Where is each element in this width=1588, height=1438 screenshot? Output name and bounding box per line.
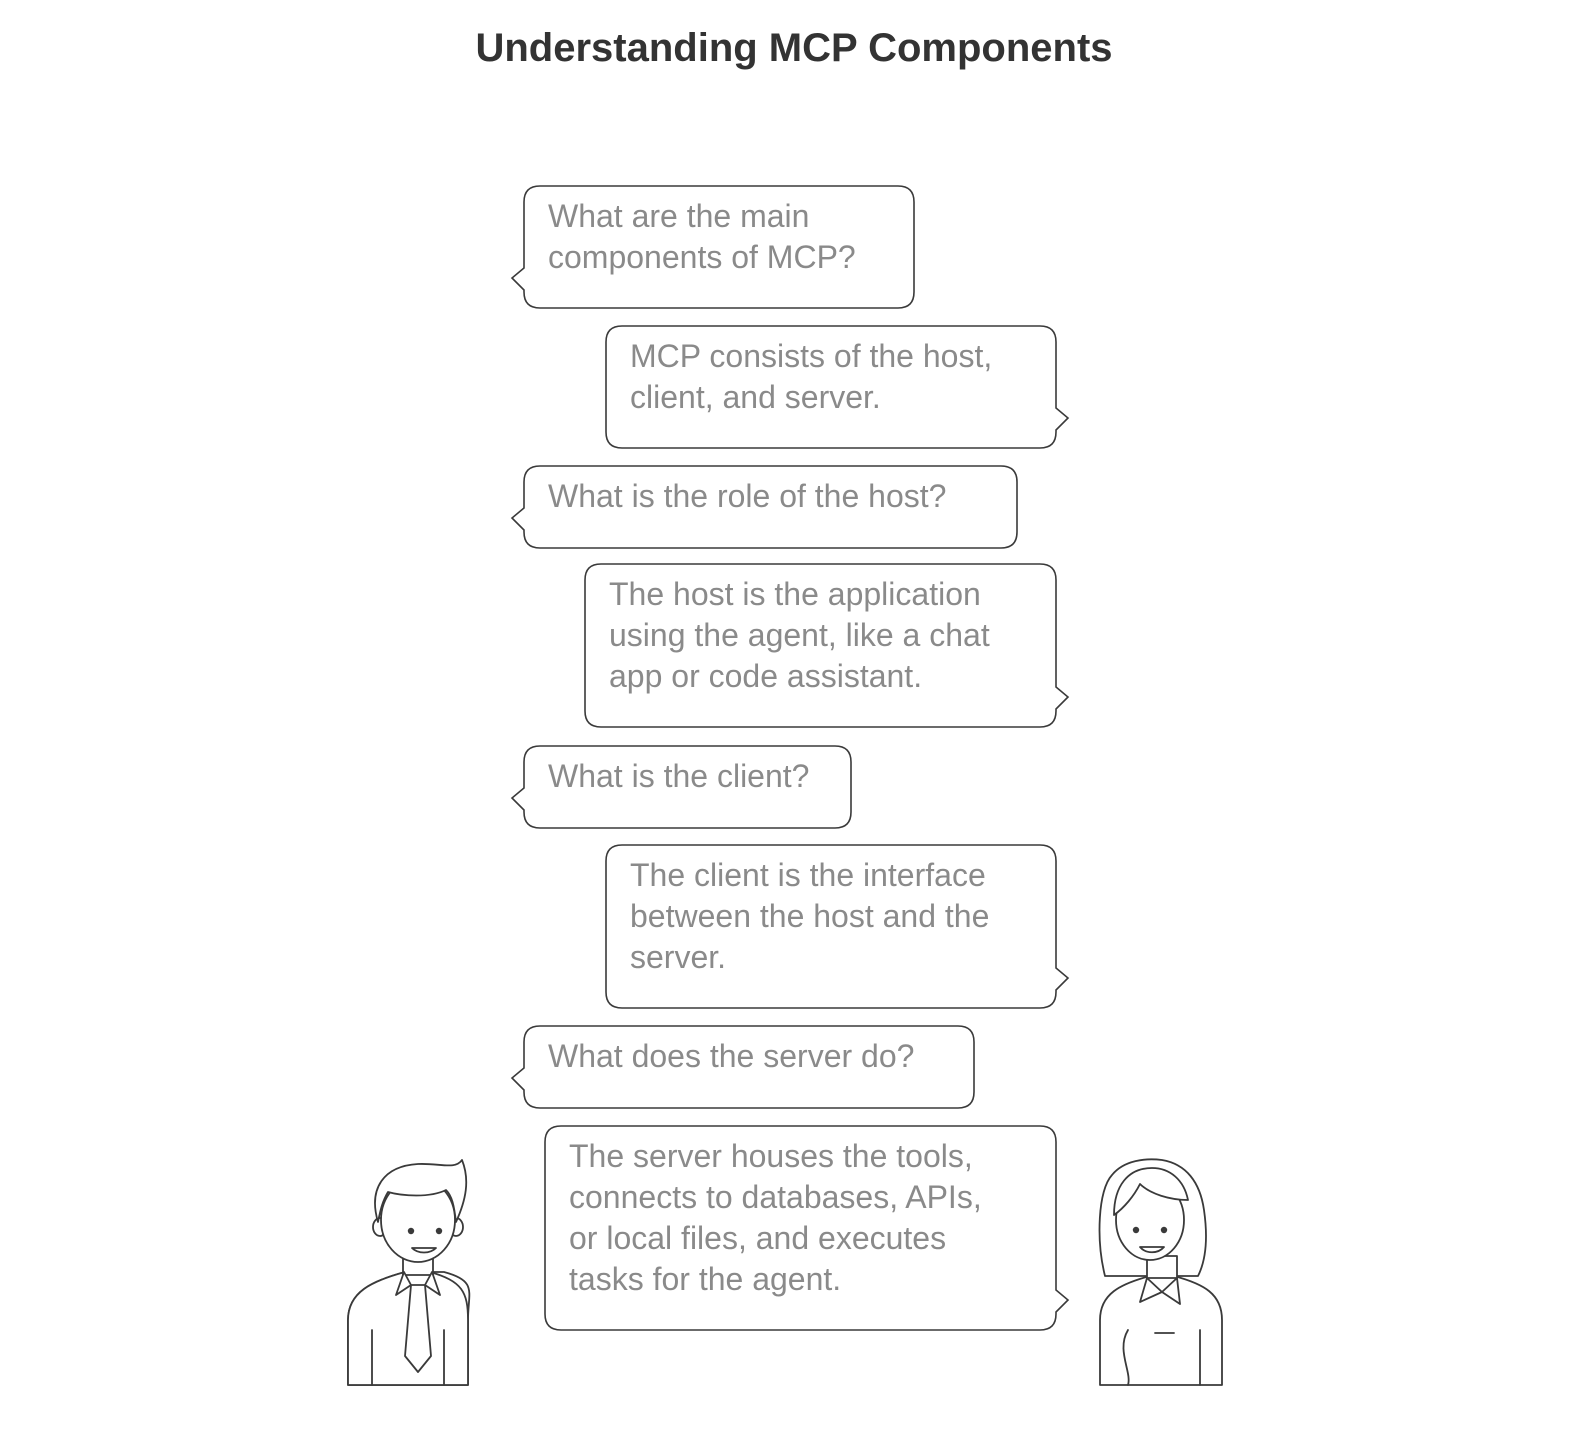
question-bubble: What does the server do? [510, 1025, 975, 1109]
bubble-outline [510, 745, 852, 829]
bubble-text-line: What does the server do? [548, 1038, 914, 1074]
bubble-text-line: between the host and the [630, 898, 989, 934]
bubble-text-line: client, and server. [630, 379, 881, 415]
question-bubble: What are the main components of MCP? [510, 185, 915, 309]
bubble-outline [510, 465, 1018, 549]
bubble-outline [584, 563, 1070, 728]
question-bubble: What is the client? [510, 745, 852, 829]
man-with-tie-icon [347, 1159, 471, 1386]
bubble-text-line: tasks for the agent. [569, 1261, 841, 1297]
bubble-text-line: The host is the application [609, 576, 981, 612]
bubble-text-line: server. [630, 939, 726, 975]
bubble-outline [605, 325, 1070, 449]
bubble-text-line: The client is the interface [630, 857, 986, 893]
bubble-outline [510, 1025, 975, 1109]
answer-bubble: The host is the application using the age… [584, 563, 1070, 728]
answer-bubble: The server houses the tools, connects to … [544, 1125, 1070, 1331]
bubble-text-line: app or code assistant. [609, 658, 922, 694]
bubble-text-line: What is the client? [548, 758, 809, 794]
bubble-text-line: The server houses the tools, [569, 1138, 973, 1174]
woman-icon [1098, 1158, 1223, 1386]
answer-bubble: MCP consists of the host, client, and ser… [605, 325, 1070, 449]
bubble-text-line: What is the role of the host? [548, 478, 946, 514]
bubble-text-line: or local files, and executes [569, 1220, 946, 1256]
page-title: Understanding MCP Components [475, 26, 1113, 70]
question-bubble: What is the role of the host? [510, 465, 1018, 549]
answer-bubble: The client is the interface between the h… [605, 844, 1070, 1009]
bubble-text-line: using the agent, like a chat [609, 617, 990, 653]
bubble-outline [605, 844, 1070, 1009]
bubble-text-line: components of MCP? [548, 239, 856, 275]
speech-bubbles: What are the main components of MCP? MCP c… [510, 185, 1070, 1331]
bubble-text-line: What are the main [548, 198, 809, 234]
bubble-text-line: MCP consists of the host, [630, 338, 992, 374]
bubble-outline [544, 1125, 1070, 1331]
bubble-text-line: connects to databases, APIs, [569, 1179, 982, 1215]
bubble-outline [510, 185, 915, 309]
